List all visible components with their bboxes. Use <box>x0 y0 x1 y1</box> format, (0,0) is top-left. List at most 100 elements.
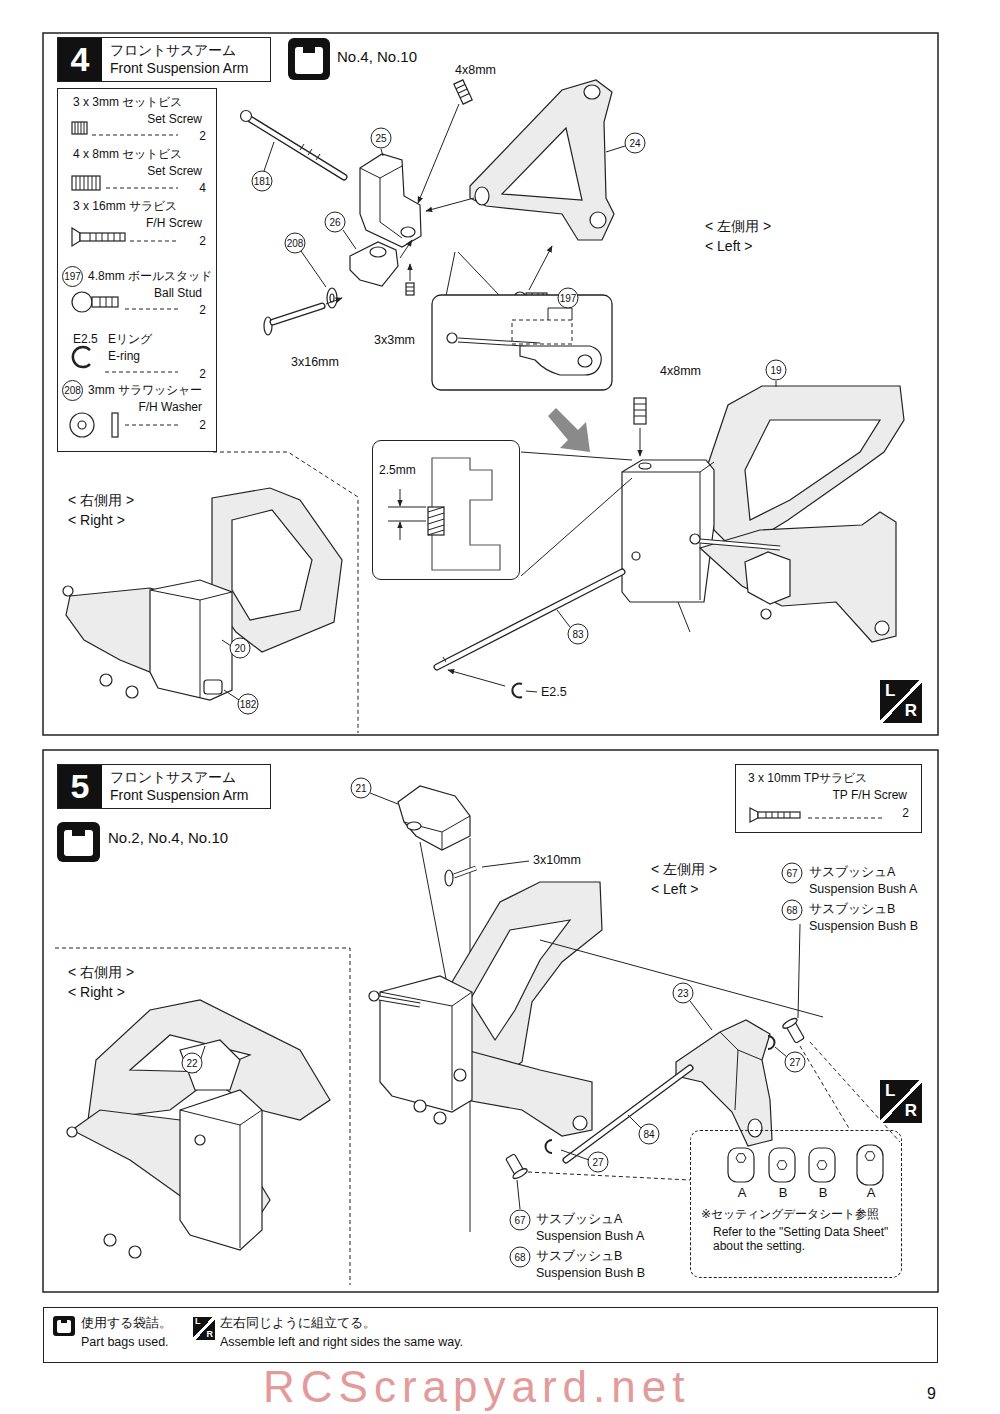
step4-parts <box>327 288 337 308</box>
step5-parts <box>628 1115 641 1128</box>
legend-box: 使用する袋詰。Part bags used.左右同じように組立てる。Assemb… <box>43 1307 938 1363</box>
part-label: サスブッシュA <box>808 865 896 880</box>
parts-icons <box>92 135 178 136</box>
callout-number: 67 <box>510 1210 531 1231</box>
part-label: 3x16mm <box>290 355 340 370</box>
step4-parts <box>406 287 414 291</box>
callout-number: 24 <box>625 133 646 154</box>
step5-parts <box>407 822 421 830</box>
step5-parts <box>370 793 398 804</box>
step5-parts <box>454 868 476 876</box>
right-side-view <box>224 690 239 700</box>
step4-parts <box>745 552 790 604</box>
box-text: TP F/H Screw <box>833 788 907 802</box>
box-text: 2 <box>199 418 206 432</box>
step-number: 4 <box>58 38 102 81</box>
step5-parts <box>800 1042 900 1142</box>
callout-number: 84 <box>639 1124 660 1145</box>
box-text: Front Suspension Arm <box>110 787 249 804</box>
box-text: Part bags used. <box>81 1335 169 1350</box>
step4-parts <box>370 247 386 257</box>
right-side-view <box>63 586 73 596</box>
lr-icon: LR <box>880 680 922 723</box>
parts-icons <box>92 297 118 307</box>
box-text: 2 <box>199 234 206 248</box>
step4-parts <box>875 621 889 635</box>
step4-parts <box>700 541 780 548</box>
parts-icons <box>808 818 885 819</box>
side-label: < Right > <box>67 984 126 1001</box>
box-text: Set Screw <box>147 164 202 178</box>
box-text: 3 x 16mm サラビス <box>73 199 177 213</box>
step5-parts <box>676 1020 772 1146</box>
step4-parts <box>437 572 622 667</box>
bag-icon <box>303 47 315 53</box>
step4-parts <box>700 512 896 642</box>
step4-parts <box>557 610 570 627</box>
callout-number: 27 <box>785 1052 806 1073</box>
box-text: F/H Screw <box>146 216 202 230</box>
step4-parts <box>250 119 344 177</box>
step5-parts <box>720 1032 762 1110</box>
step4-parts <box>301 251 326 287</box>
box-text: フロントサスアーム <box>110 42 236 59</box>
right-side-view <box>213 452 358 733</box>
step5-parts <box>798 924 800 1018</box>
step4-parts <box>350 242 398 286</box>
side-label: < Right > <box>67 512 126 529</box>
step5-parts <box>540 940 823 1017</box>
bag-icon <box>57 822 100 862</box>
right-side-view <box>104 1234 116 1246</box>
right-side-view <box>195 1135 205 1145</box>
step-panel <box>43 33 938 735</box>
step4-parts <box>400 522 401 540</box>
step4-parts <box>454 80 472 104</box>
right-side-view <box>55 948 350 1285</box>
callout-number: 68 <box>782 900 803 921</box>
part-label: Suspension Bush B <box>808 919 919 934</box>
step5-parts <box>573 1116 587 1130</box>
step-panel <box>43 33 938 1292</box>
step5-parts <box>782 1017 807 1045</box>
step4-parts <box>426 198 474 211</box>
box-text: 2 <box>199 129 206 143</box>
step4-parts <box>241 80 905 698</box>
box-text: 4 x 8mm セットビス <box>73 147 182 161</box>
step5-parts <box>768 1036 775 1049</box>
box-text: Refer to the "Setting Data Sheet" about … <box>713 1225 895 1254</box>
bush-setting-shapes <box>817 1161 827 1170</box>
box-text: 使用する袋詰。 <box>81 1316 172 1331</box>
box-text: A <box>735 1185 749 1201</box>
box-text: 4.8mm ボールスタッド <box>88 269 212 283</box>
bush-setting-shapes <box>728 1145 883 1185</box>
step5-parts <box>454 868 476 876</box>
step4-parts <box>381 149 383 156</box>
step4-parts <box>776 381 777 387</box>
right-side-view <box>180 1110 262 1248</box>
right-side-view <box>129 1246 141 1258</box>
step4-parts <box>520 346 601 375</box>
box-text: Set Screw <box>147 112 202 126</box>
page-number: 9 <box>926 1384 937 1403</box>
part-label: Suspension Bush A <box>535 1229 645 1244</box>
right-side-view <box>100 674 112 686</box>
bag-icon <box>64 830 93 856</box>
step5-parts <box>748 1119 762 1137</box>
step4-parts <box>250 119 344 177</box>
box-text: R <box>905 1102 917 1121</box>
step5-parts <box>420 842 450 1000</box>
box-text: B <box>776 1185 790 1201</box>
part-label: E2.5 <box>540 685 568 700</box>
parts-icons <box>80 233 125 241</box>
step4-parts <box>401 227 415 237</box>
step4-parts <box>456 84 469 97</box>
step5-parts <box>561 1150 589 1160</box>
step4-parts <box>443 657 446 662</box>
step4-parts <box>326 298 342 304</box>
parts-icons <box>72 292 92 312</box>
box-text: 4 <box>199 181 206 195</box>
step5-parts <box>517 1180 520 1209</box>
side-label: < 左側用 > <box>704 218 772 235</box>
detail-inset: 2.5mm <box>372 440 520 580</box>
step4-parts <box>622 462 714 600</box>
